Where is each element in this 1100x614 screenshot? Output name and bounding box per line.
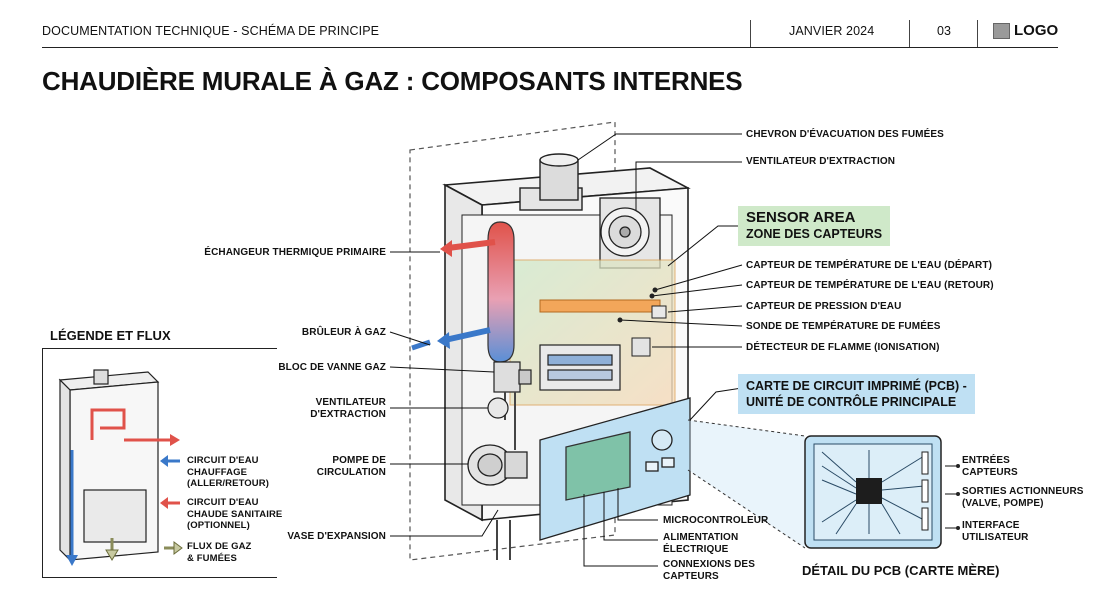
page-title: CHAUDIÈRE MURALE À GAZ : COMPOSANTS INTE…	[42, 66, 743, 96]
sensor-area-title: SENSOR AREA	[746, 209, 856, 226]
label-exchanger: ÉCHANGEUR THERMIQUE PRIMAIRE	[204, 247, 386, 258]
pcb-panel	[539, 397, 691, 541]
logo-text: LOGO	[1014, 22, 1059, 39]
legend-boiler-thumbnail	[58, 369, 160, 562]
gas-burner	[539, 344, 621, 391]
logo-icon	[993, 22, 1010, 39]
wall-bracket	[409, 121, 616, 561]
header-separator	[977, 20, 978, 47]
page-number: 03	[937, 24, 952, 38]
pcb-detail-title: DÉTAIL DU PCB (CARTE MÈRE)	[802, 563, 1000, 578]
header-separator	[750, 20, 751, 47]
callout-lines	[389, 133, 958, 567]
heat-exchanger	[487, 221, 515, 363]
label-microcontroller: MICROCONTROLEUR	[663, 515, 769, 526]
logo: LOGO	[993, 22, 1058, 39]
label-sensor-flow-temp: CAPTEUR DE TEMPÉRATURE DE L'EAU (DÉPART)	[746, 260, 993, 271]
page-header: DOCUMENTATION TECHNIQUE - SCHÉMA DE PRIN…	[0, 0, 1100, 48]
label-gas-valve: BLOC DE VANNE GAZ	[278, 362, 386, 373]
circulation-pump	[467, 444, 528, 486]
label-sensor-return-temp: CAPTEUR DE TEMPÉRATURE DE L'EAU (RETOUR)	[746, 280, 994, 291]
legend-item-gas: FLUX DE GAZ& FUMÉES	[187, 541, 252, 564]
doc-date: JANVIER 2024	[789, 24, 875, 38]
pcb-zoom-cone	[688, 420, 805, 548]
legend-gas-arrow	[105, 549, 119, 561]
label-flue: CHEVRON D'ÉVACUATION DES FUMÉES	[746, 129, 944, 140]
label-sensor-flame: DÉTECTEUR DE FLAMME (IONISATION)	[746, 342, 940, 353]
pcb-callout-line1: CARTE DE CIRCUIT IMPRIMÉ (PCB) -	[746, 379, 967, 393]
pcb-detail-board	[804, 435, 942, 549]
header-separator	[909, 20, 910, 47]
label-expansion-vessel: VASE D'EXPANSION	[287, 531, 386, 542]
label-burner: BRÛLEUR À GAZ	[301, 327, 386, 338]
sensor-area-callout: SENSOR AREA ZONE DES CAPTEURS	[738, 206, 891, 246]
doc-title: DOCUMENTATION TECHNIQUE - SCHÉMA DE PRIN…	[42, 24, 380, 38]
gas-valve	[493, 361, 532, 393]
hot-flow-arrow	[440, 240, 452, 257]
label-sensor-flue-temp: SONDE DE TEMPÉRATURE DE FUMÉES	[746, 321, 941, 332]
label-pcb-outputs: SORTIES ACTIONNEURS(VALVE, POMPE)	[962, 486, 1084, 509]
flue-chimney	[519, 153, 583, 211]
legend-symbols	[160, 455, 183, 555]
pcb-callout: CARTE DE CIRCUIT IMPRIMÉ (PCB) - UNITÉ D…	[738, 374, 975, 414]
legend-hot-arrow	[170, 434, 180, 446]
header-rule	[42, 47, 1058, 48]
label-fan-top: VENTILATEUR D'EXTRACTION	[746, 156, 896, 167]
cold-flow-arrow	[437, 332, 450, 349]
label-sensor-pressure: CAPTEUR DE PRESSION D'EAU	[746, 301, 902, 312]
pcb-callout-line2: UNITÉ DE CONTRÔLE PRINCIPALE	[746, 395, 957, 409]
legend-title: LÉGENDE ET FLUX	[50, 328, 171, 343]
sensor-area-subtitle: ZONE DES CAPTEURS	[746, 227, 883, 241]
legend-cold-arrow	[66, 555, 78, 566]
legend-box	[42, 348, 277, 578]
extraction-fan	[599, 197, 661, 269]
extraction-fan-lower	[487, 397, 509, 419]
